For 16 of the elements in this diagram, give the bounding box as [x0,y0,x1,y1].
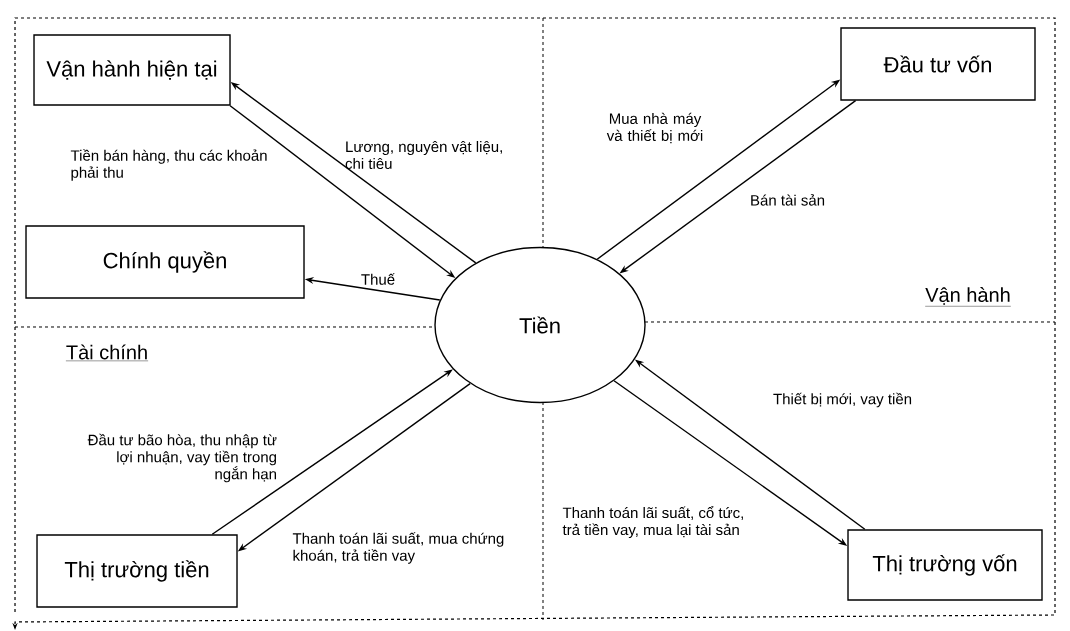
edge-label: Lương, nguyên vật liệu, chi tiêu [345,140,502,169]
edge-label: Mua nhà máy và thiết bị mới [606,112,703,144]
edge-label: Thiết bị mới, vay tiền [773,392,912,408]
process-box: Thị trường tiền [36,534,238,608]
edge-label: Tiền bán hàng, thu các khoản phải thu [70,149,267,181]
edge-label: Thanh toán lãi suất, mua chứng khoán, trả tiền vay [292,532,504,564]
edge-label: Thuế [361,273,395,285]
process-box: Đầu tư vốn [840,27,1036,101]
process-box: Thị trường vốn [847,529,1043,601]
process-box: Vận hành hiện tại [33,34,231,106]
edge-label: Bán tài sản [751,194,825,206]
section-heading: Tài chính [65,344,149,362]
edge-label: Thanh toán lãi suất, cổ tức, trả tiền vay, mua lại tài sản [562,505,743,539]
edge-label: Đầu tư bão hòa, thu nhập từ lợi nhuận, vay tiền trong ngắn hạn [87,433,277,483]
process-box: Chính quyền [25,225,305,299]
section-heading: Vận hành [925,287,1012,307]
